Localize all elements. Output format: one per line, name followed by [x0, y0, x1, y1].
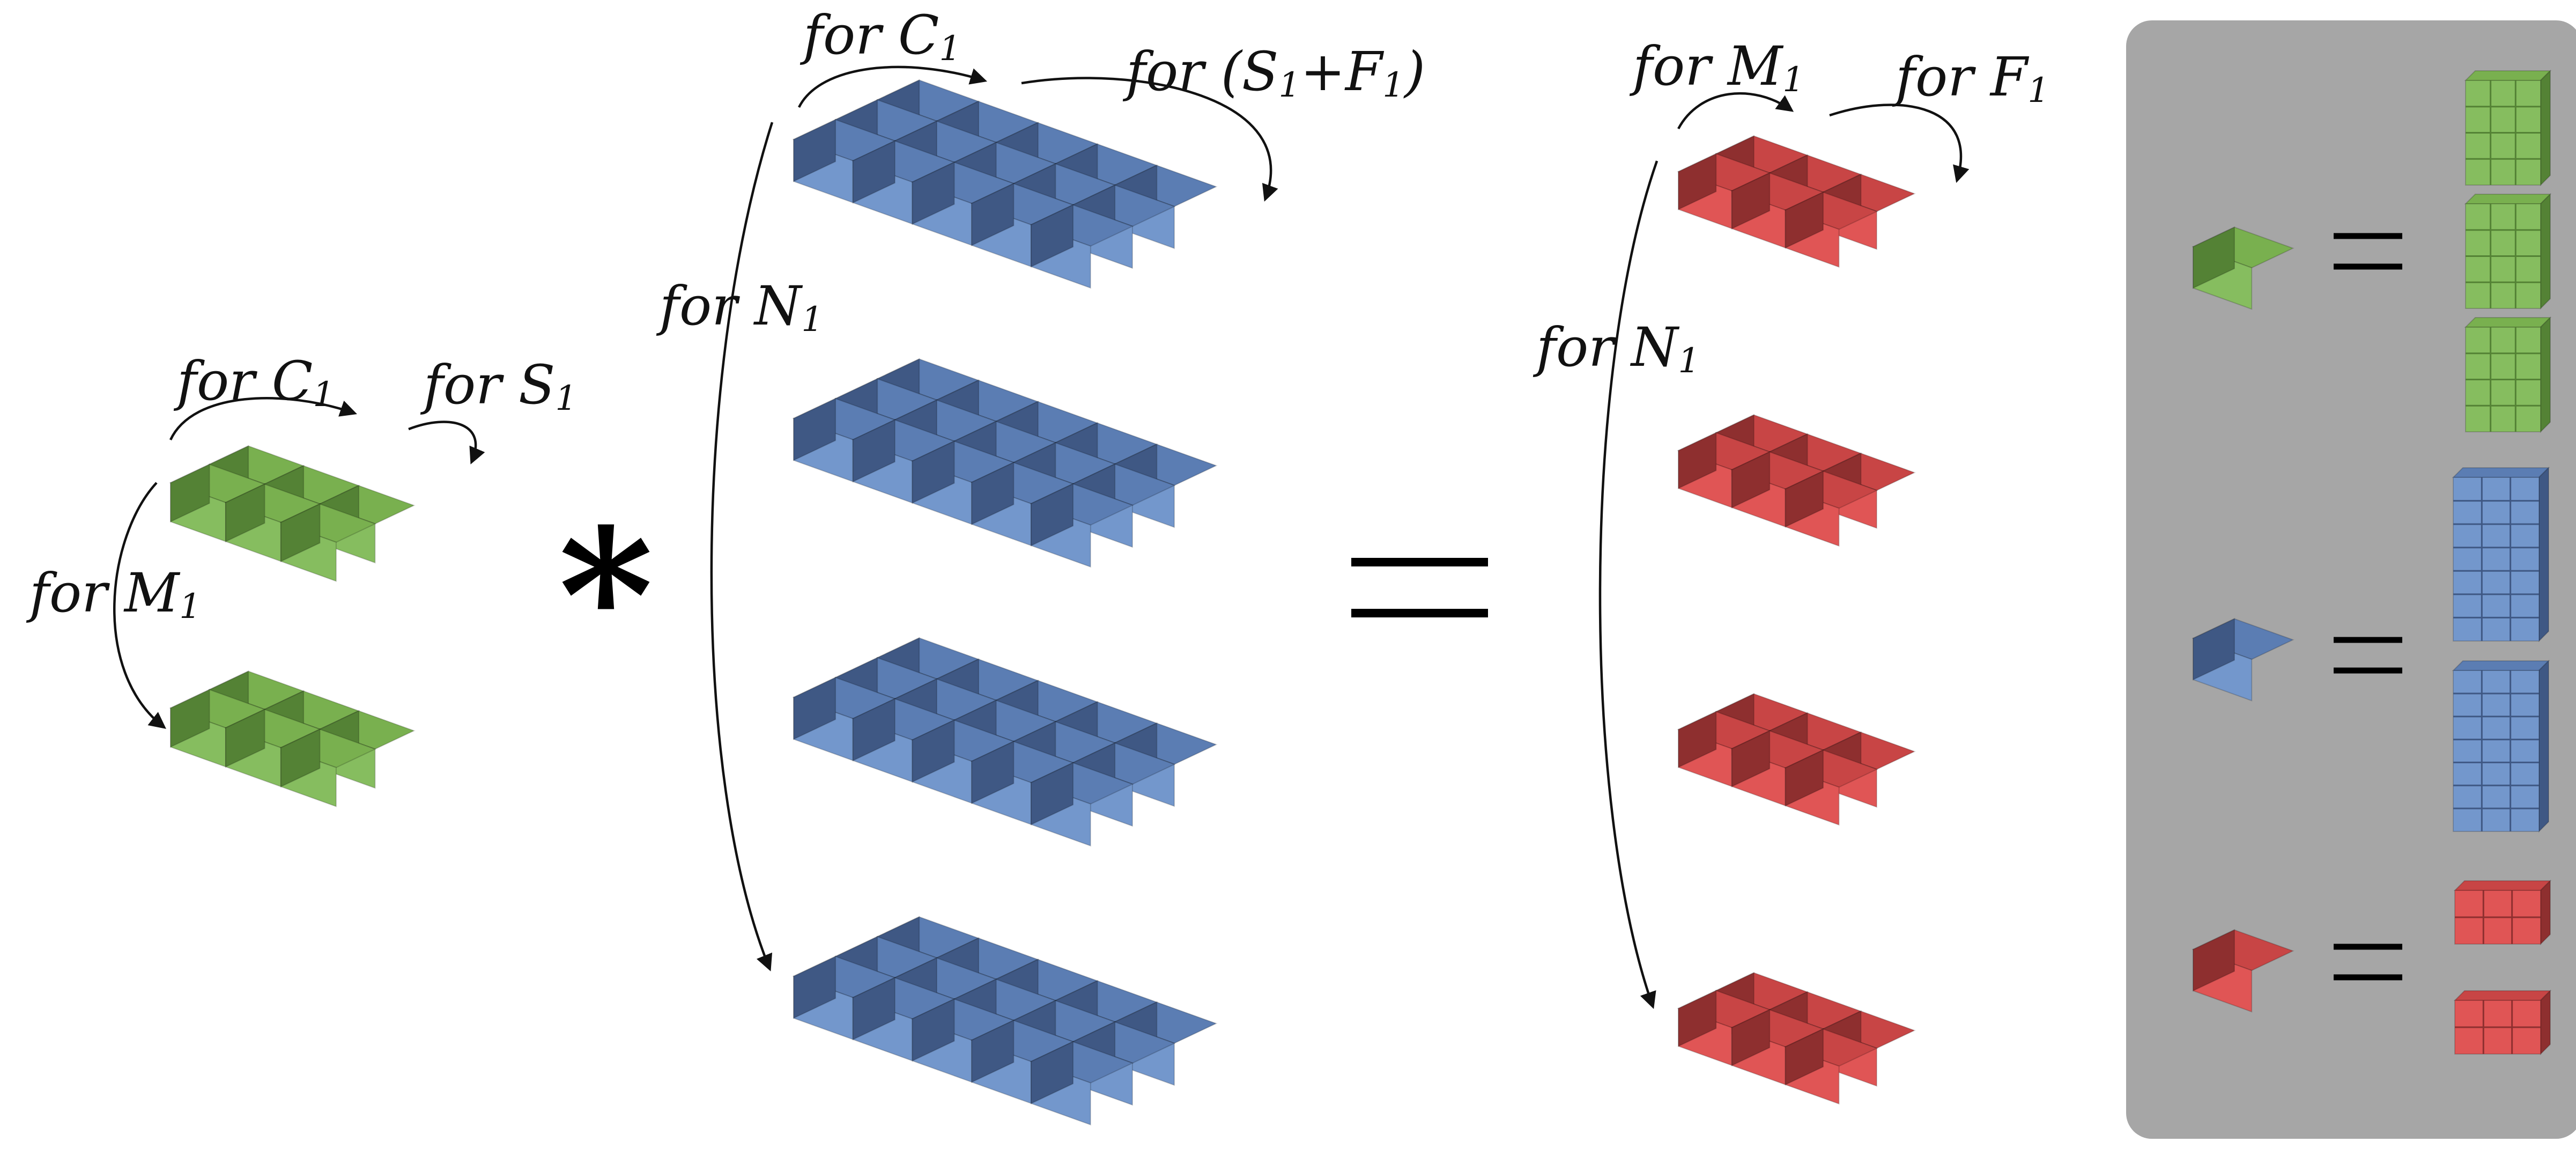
output-tile-4 [1677, 971, 1916, 1105]
input-tile-1 [169, 445, 416, 582]
loop-arrow-icon [169, 397, 357, 440]
loop-arrow-icon [1829, 104, 1970, 183]
weight-tile-1 [792, 79, 1218, 289]
label-input-c: for C1 [173, 350, 335, 415]
legend-green-cube [2192, 226, 2294, 310]
label-output-n: for N1 [1533, 316, 1700, 381]
loop-arrows [113, 65, 1970, 1009]
loop-arrow-icon [408, 421, 485, 465]
weight-tile-2 [792, 358, 1218, 568]
label-weight-c: for C1 [800, 4, 961, 69]
weight-tile-4 [792, 916, 1218, 1126]
legend-equals-red [2334, 944, 2402, 981]
legend-blue-stack-2 [2452, 659, 2550, 833]
output-tile-1 [1677, 135, 1916, 268]
loop-arrow-icon [1677, 92, 1794, 130]
legend-equals-green [2334, 233, 2402, 270]
legend-green-stack-1 [2464, 69, 2552, 187]
label-output-f: for F1 [1892, 46, 2049, 110]
label-weight-sf: for (S1+F1) [1122, 40, 1425, 105]
legend-red-stack-2 [2453, 989, 2552, 1056]
loop-arrow-icon [710, 122, 774, 971]
label-input-s: for S1 [420, 353, 577, 418]
equals-operator-icon [1351, 558, 1488, 617]
legend-blue-cube [2192, 618, 2294, 702]
loop-arrow-icon [113, 482, 166, 729]
loop-arrow-icon [797, 65, 988, 108]
label-output-m: for M1 [1629, 35, 1804, 100]
legend-red-stack-1 [2453, 879, 2552, 946]
label-weight-n: for N1 [656, 275, 823, 340]
output-tile-3 [1677, 692, 1916, 826]
legend-blue-stack-1 [2452, 466, 2550, 643]
cube-groups [169, 69, 2552, 1126]
legend-green-stack-3 [2464, 316, 2552, 433]
output-tile-2 [1677, 414, 1916, 547]
legend-green-stack-2 [2464, 193, 2552, 310]
multiply-operator-icon: * [558, 489, 654, 703]
loop-arrow-icon [1598, 160, 1659, 1009]
input-tile-2 [169, 670, 416, 807]
loop-arrow-icon [1021, 77, 1278, 202]
legend-equals-blue [2334, 637, 2402, 674]
legend-red-cube [2192, 929, 2294, 1013]
label-input-m: for M1 [26, 562, 201, 627]
weight-tile-3 [792, 637, 1218, 847]
